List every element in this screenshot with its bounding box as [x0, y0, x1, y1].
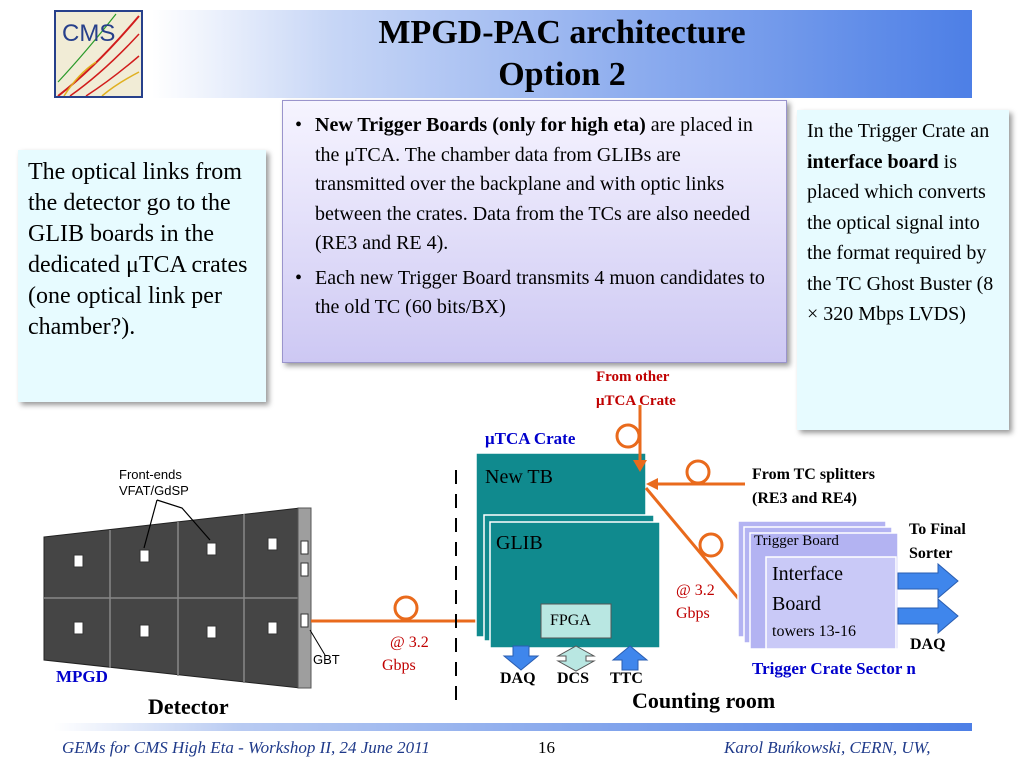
footer-rule — [54, 723, 972, 731]
utca-crate-boards — [475, 452, 661, 649]
link-rate-left-2: Gbps — [382, 657, 416, 674]
utca-crate-label: μTCA Crate — [485, 429, 576, 448]
from-other-crate-arrow — [633, 460, 647, 472]
bullet-text: are placed in the μTCA. The chamber data… — [315, 114, 753, 254]
detector-wedge — [43, 507, 312, 689]
ttc-arrow-icon — [611, 645, 649, 671]
daq-label: DAQ — [500, 670, 536, 687]
interface-board — [765, 556, 897, 650]
cms-logo-graphic — [57, 13, 140, 96]
callout-right-bold: interface board — [807, 150, 939, 173]
callout-optical-links: The optical links from the detector go t… — [18, 150, 266, 402]
callout-optical-links-text: The optical links from the detector go t… — [28, 159, 248, 340]
vfat-gdsp-label: VFAT/GdSP — [119, 483, 189, 498]
counting-room-label: Counting room — [632, 688, 776, 713]
fpga-chip — [540, 603, 612, 639]
from-other-label-2: μTCA Crate — [596, 393, 676, 409]
front-ends-label: Front-ends — [119, 467, 182, 482]
callout-bullet-list: •New Trigger Boards (only for high eta) … — [295, 111, 774, 323]
link-rate-left-1: @ 3.2 — [390, 634, 429, 651]
bullet-text: Each new Trigger Board transmits 4 muon … — [315, 266, 765, 319]
interface-label-2: Board — [772, 593, 821, 615]
ttc-label: TTC — [610, 670, 643, 687]
to-final-label-1: To Final — [909, 521, 966, 538]
page-number: 16 — [538, 738, 555, 757]
mpgd-label: MPGD — [56, 667, 108, 686]
cms-logo: CMS — [54, 10, 143, 98]
slide-title: MPGD-PAC architecture — [378, 14, 746, 51]
callout-trigger-boards: •New Trigger Boards (only for high eta) … — [282, 100, 787, 363]
towers-label: towers 13-16 — [772, 623, 856, 640]
detector-label: Detector — [148, 694, 229, 719]
footer-event: GEMs for CMS High Eta - Workshop II, 24 … — [62, 738, 430, 757]
trigger-crate-sector-label: Trigger Crate Sector n — [752, 659, 916, 678]
bullet-bold-text: New Trigger Boards (only for high eta) — [315, 114, 646, 136]
gbt-label: GBT — [313, 652, 340, 667]
callout-right-text-end: is placed which converts the optical sig… — [807, 150, 994, 326]
bullet-item: •Each new Trigger Board transmits 4 muon… — [295, 266, 765, 319]
trigger-crate-boards — [737, 520, 899, 650]
from-tc-splitters-arrow — [646, 478, 658, 490]
daq-arrow-icon — [502, 645, 540, 671]
glib-label: GLIB — [496, 532, 543, 554]
to-final-sorter-arrow-icon — [897, 562, 959, 600]
callout-right-text-start: In the Trigger Crate an — [807, 120, 990, 142]
callout-interface-board: In the Trigger Crate an interface board … — [797, 110, 1009, 430]
title-banner — [152, 10, 972, 98]
slide-subtitle: Option 2 — [498, 56, 626, 93]
dcs-label: DCS — [557, 670, 590, 687]
daq-right-arrow-icon — [897, 597, 959, 635]
to-final-label-2: Sorter — [909, 545, 953, 562]
from-tc-splitters-label-1: From TC splitters — [752, 466, 875, 483]
dcs-arrow-icon — [556, 645, 596, 672]
cms-logo-text: CMS — [62, 20, 116, 47]
gbt-strip — [297, 507, 312, 689]
interface-label-1: Interface — [772, 563, 844, 585]
footer-author: Karol Buńkowski, CERN, UW, — [724, 738, 931, 757]
link-rate-right-2: Gbps — [676, 605, 710, 622]
bullet-item: •New Trigger Boards (only for high eta) … — [295, 114, 753, 254]
link-rate-right-1: @ 3.2 — [676, 582, 715, 599]
trigger-board-label: Trigger Board — [754, 533, 839, 549]
new-tb-label: New TB — [485, 466, 553, 488]
from-tc-splitters-label-2: (RE3 and RE4) — [752, 490, 857, 507]
fpga-label: FPGA — [550, 612, 591, 629]
daq-right-label: DAQ — [910, 636, 946, 653]
from-other-label-1: From other — [596, 369, 670, 385]
